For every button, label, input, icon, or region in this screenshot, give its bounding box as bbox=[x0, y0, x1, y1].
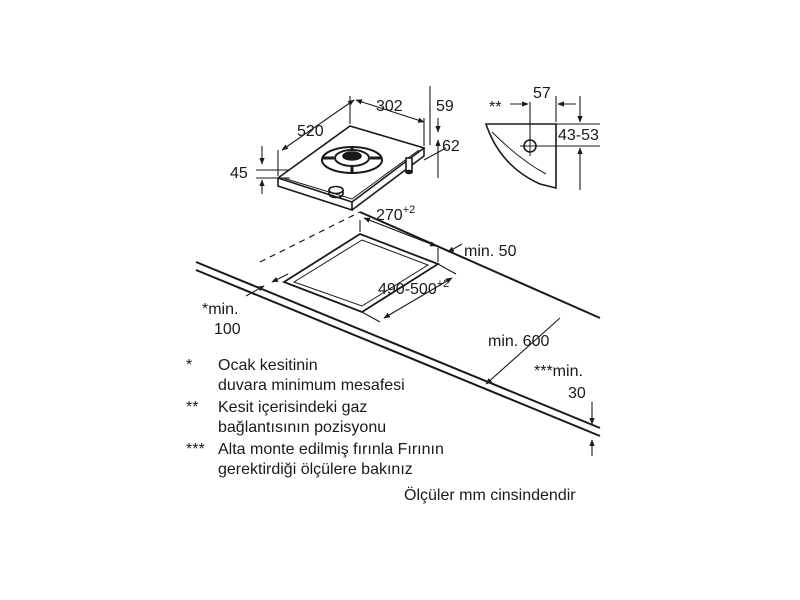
cutout-width-value: 270 bbox=[376, 207, 403, 224]
connection-dimension-lines bbox=[510, 96, 600, 190]
note-text-1b: duvara minimum mesafesi bbox=[218, 377, 405, 394]
note-marker-2: ** bbox=[186, 399, 198, 416]
notes-legend: * Ocak kesitinin duvara minimum mesafesi… bbox=[186, 357, 444, 478]
connection-marker: ** bbox=[489, 99, 501, 116]
units-note: Ölçüler mm cinsindendir bbox=[404, 486, 576, 504]
back-clearance-label: min. 50 bbox=[464, 243, 517, 260]
hob-depth-label: 302 bbox=[376, 98, 403, 115]
connection-height-label: 43-53 bbox=[558, 127, 599, 144]
connection-width-label: 57 bbox=[533, 85, 551, 102]
cutout-depth-value: 490-500 bbox=[378, 281, 437, 298]
wall-clearance-label: *min. bbox=[202, 301, 238, 318]
oven-clearance-label: ***min. bbox=[534, 363, 583, 380]
note-text-3b: gerektirdiği ölçülere bakınız bbox=[218, 461, 413, 478]
wall-clearance-value: 100 bbox=[214, 321, 241, 338]
note-text-2a: Kesit içerisindeki gaz bbox=[218, 399, 367, 416]
hob-drawing bbox=[276, 125, 426, 212]
cutout-width-label: 270+2 bbox=[376, 204, 415, 224]
cutout-depth-tolerance: +2 bbox=[437, 278, 450, 290]
hob-width-label: 520 bbox=[297, 123, 324, 140]
burner-icon bbox=[321, 146, 383, 174]
hob-thickness-label: 45 bbox=[230, 165, 248, 182]
gas-connection-detail bbox=[484, 123, 557, 190]
note-text-1a: Ocak kesitinin bbox=[218, 357, 318, 374]
burner-offset-label: 59 bbox=[436, 98, 454, 115]
note-marker-1: * bbox=[186, 357, 192, 374]
note-marker-3: *** bbox=[186, 441, 205, 458]
burner-height-label: 62 bbox=[442, 138, 460, 155]
front-clearance-label: min. 600 bbox=[488, 333, 549, 350]
hob-dimension-lines bbox=[256, 86, 447, 194]
cutout-dimension-lines bbox=[245, 217, 595, 456]
knob-icon bbox=[328, 185, 344, 199]
cutout-width-tolerance: +2 bbox=[403, 204, 416, 216]
oven-clearance-value: 30 bbox=[568, 385, 586, 402]
note-text-3a: Alta monte edilmiş fırınla Fırının bbox=[218, 441, 444, 458]
cutout-depth-label: 490-500+2 bbox=[378, 278, 449, 298]
note-text-2b: bağlantısının pozisyonu bbox=[218, 419, 386, 436]
gas-connector-icon bbox=[405, 157, 413, 175]
